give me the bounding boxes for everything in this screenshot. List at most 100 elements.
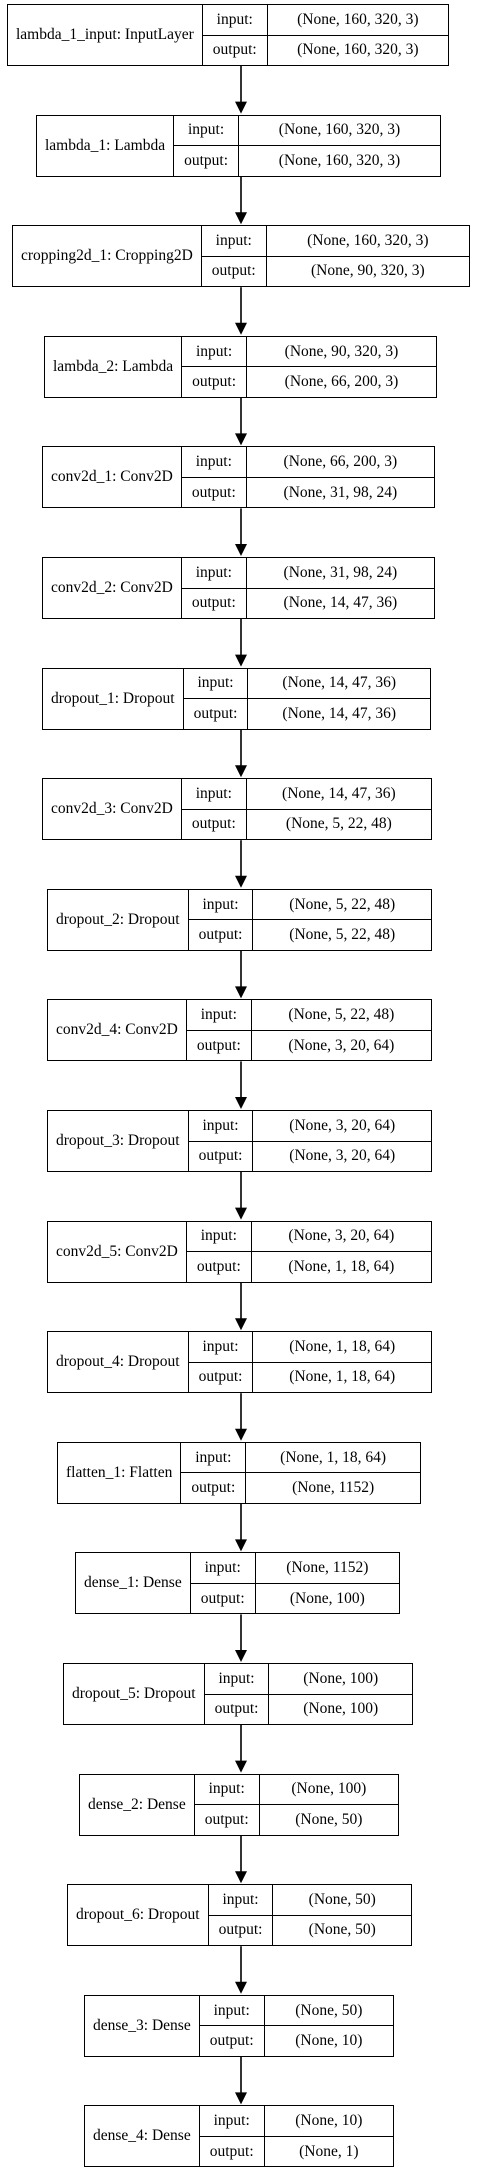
input-shape: (None, 5, 22, 48)	[251, 1000, 431, 1031]
input-shape: (None, 3, 20, 64)	[253, 1111, 431, 1142]
shape-values: (None, 160, 320, 3)(None, 160, 320, 3)	[267, 5, 448, 65]
output-label: output:	[193, 704, 238, 722]
output-shape: (None, 90, 320, 3)	[311, 262, 425, 280]
input-shape: (None, 160, 320, 3)	[239, 116, 440, 147]
output-label: output:	[209, 2142, 254, 2160]
output-shape: (None, 10)	[295, 2032, 363, 2050]
input-label: input:	[181, 779, 246, 810]
layer-name: dropout_6: Dropout	[68, 1885, 209, 1946]
shape-values: (None, 14, 47, 36)(None, 14, 47, 36)	[248, 669, 430, 729]
arrow-head-icon	[235, 212, 247, 225]
input-shape: (None, 100)	[259, 1775, 398, 1806]
input-shape: (None, 50)	[264, 1996, 393, 2027]
input-shape: (None, 1, 18, 64)	[246, 1443, 420, 1474]
output-label: output:	[191, 815, 236, 833]
shape-values: (None, 160, 320, 3) (None, 160, 320, 3)	[239, 116, 440, 176]
output-label: output:	[184, 151, 229, 169]
output-label: output:	[196, 1257, 241, 1275]
output-label: output:	[191, 1479, 236, 1497]
layer-name: dense_3: Dense	[85, 1995, 200, 2056]
output-shape: (None, 31, 98, 24)	[283, 483, 398, 501]
io-labels: input:output:	[188, 1332, 254, 1393]
output-shape: (None, 50)	[295, 1810, 363, 1828]
layer-name: dense_1: Dense	[76, 1553, 191, 1614]
shape-values: (None, 1, 18, 64)(None, 1152)	[246, 1443, 420, 1503]
input-label: input:	[188, 1332, 253, 1363]
output-shape: (None, 1, 18, 64)	[288, 1257, 395, 1275]
io-labels: input:output:	[188, 1111, 254, 1171]
arrow-head-icon	[235, 1318, 247, 1331]
input-label: input:	[182, 337, 247, 368]
layer-name: conv2d_3: Conv2D	[43, 779, 182, 840]
shape-values: (None, 5, 22, 48) (None, 5, 22, 48)	[253, 890, 431, 950]
output-shape: (None, 5, 22, 48)	[289, 926, 396, 944]
input-label: input:	[174, 116, 239, 147]
arrow-head-icon	[235, 1981, 247, 1994]
output-label: output:	[198, 1147, 243, 1165]
shape-values: (None, 66, 200, 3) (None, 31, 98, 24)	[246, 447, 434, 507]
input-shape: (None, 1, 18, 64)	[253, 1332, 431, 1363]
input-shape: (None, 160, 320, 3)	[266, 226, 469, 257]
arrow-head-icon	[235, 433, 247, 446]
output-label: output:	[212, 41, 257, 59]
arrow-head-icon	[235, 986, 247, 999]
output-shape: (None, 5, 22, 48)	[285, 815, 392, 833]
io-labels: input:output:	[182, 336, 248, 397]
io-labels: input:output:	[194, 1774, 260, 1835]
io-labels: input:output:	[188, 889, 254, 950]
output-label: output:	[218, 1921, 263, 1939]
input-shape: (None, 90, 320, 3)	[247, 337, 436, 368]
input-label: input:	[186, 1000, 251, 1031]
shape-values: (None, 90, 320, 3)(None, 66, 200, 3)	[247, 337, 436, 397]
io-labels: input:output:	[186, 1221, 252, 1282]
io-labels: input:output:	[201, 226, 267, 287]
arrow-head-icon	[235, 1207, 247, 1220]
input-shape: (None, 5, 22, 48)	[253, 890, 431, 921]
output-label: output:	[200, 1589, 245, 1607]
output-shape: (None, 3, 20, 64)	[288, 1036, 395, 1054]
layer-name: lambda_1_input: InputLayer	[8, 5, 203, 65]
input-label: input:	[194, 1775, 259, 1806]
layer-name: dropout_4: Dropout	[48, 1332, 189, 1393]
shape-values: (None, 50) (None, 10)	[264, 1996, 393, 2056]
output-shape: (None, 100)	[303, 1700, 379, 1718]
output-label: output:	[214, 1700, 259, 1718]
layer-name: flatten_1: Flatten	[58, 1442, 182, 1503]
io-labels: input: output:	[181, 779, 247, 840]
output-shape: (None, 160, 320, 3)	[278, 151, 401, 169]
arrow-head-icon	[235, 544, 247, 556]
shape-values: (None, 1152)(None, 100)	[255, 1553, 399, 1613]
input-shape: (None, 160, 320, 3)	[267, 5, 448, 36]
shape-values: (None, 1, 18, 64) (None, 1, 18, 64)	[253, 1332, 431, 1392]
output-shape: (None, 1, 18, 64)	[289, 1368, 396, 1386]
layer-name: lambda_1: Lambda	[37, 115, 175, 176]
layer-name: conv2d_5: Conv2D	[48, 1221, 187, 1282]
input-shape: (None, 66, 200, 3)	[246, 447, 434, 478]
input-label: input:	[201, 226, 266, 257]
arrow-head-icon	[235, 101, 247, 114]
output-shape: (None, 100)	[289, 1589, 365, 1607]
layer-name: conv2d_1: Conv2D	[43, 447, 182, 508]
io-labels: input:output:	[190, 1553, 256, 1614]
input-label: input:	[181, 1443, 246, 1474]
shape-values: (None, 160, 320, 3) (None, 90, 320, 3)	[266, 226, 469, 286]
input-label: input:	[202, 5, 267, 36]
io-labels: input: output:	[181, 1442, 247, 1503]
layer-name: cropping2d_1: Cropping2D	[13, 226, 202, 287]
io-labels: input:output:	[199, 1995, 265, 2056]
output-shape: (None, 14, 47, 36)	[282, 704, 397, 722]
shape-values: (None, 3, 20, 64)(None, 3, 20, 64)	[253, 1111, 431, 1171]
